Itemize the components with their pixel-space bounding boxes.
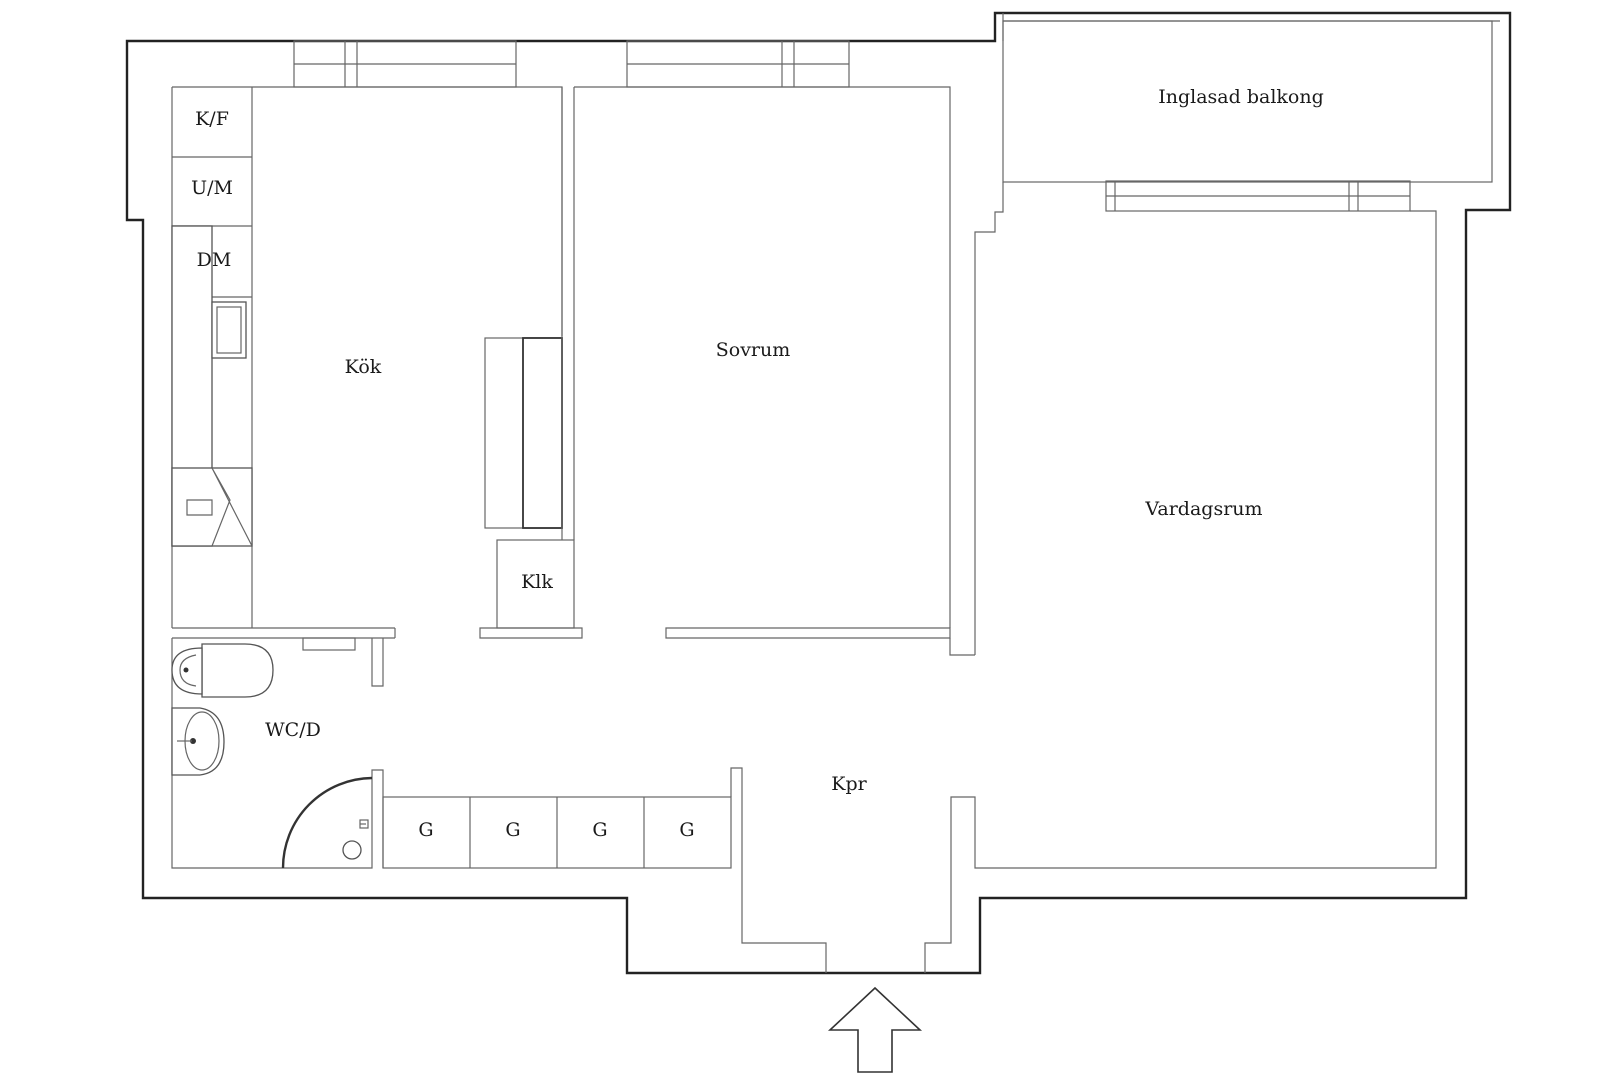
label-fridge-freezer: K/F <box>195 108 229 130</box>
entrance-arrow-icon <box>827 986 923 1073</box>
wardrobe-wall <box>479 87 583 639</box>
outer-walls <box>125 11 1512 975</box>
label-wardrobe-1: G <box>418 819 433 841</box>
toilet-icon <box>171 643 274 698</box>
label-closet: Klk <box>521 571 553 593</box>
label-kitchen: Kök <box>345 356 382 378</box>
labels: K/F U/M DM Kök Sovrum Inglasad balkong V… <box>191 86 1324 841</box>
label-hall: Kpr <box>831 773 867 795</box>
living-room <box>924 210 1437 973</box>
balcony <box>974 20 1493 655</box>
bedroom <box>574 86 975 656</box>
wardrobes <box>382 767 827 973</box>
shower-icon <box>281 776 373 869</box>
label-wardrobe-3: G <box>592 819 607 841</box>
label-bedroom: Sovrum <box>716 339 791 361</box>
sink-icon <box>171 707 225 776</box>
label-wardrobe-2: G <box>505 819 520 841</box>
windows <box>293 40 1411 212</box>
bathroom <box>171 637 384 869</box>
label-dishwasher: DM <box>197 249 232 271</box>
label-wardrobe-4: G <box>679 819 694 841</box>
label-balcony: Inglasad balkong <box>1158 86 1324 108</box>
label-living-room: Vardagsrum <box>1144 498 1262 520</box>
label-oven-microwave: U/M <box>191 177 233 199</box>
kitchen <box>171 86 563 639</box>
label-bathroom: WC/D <box>265 719 321 741</box>
